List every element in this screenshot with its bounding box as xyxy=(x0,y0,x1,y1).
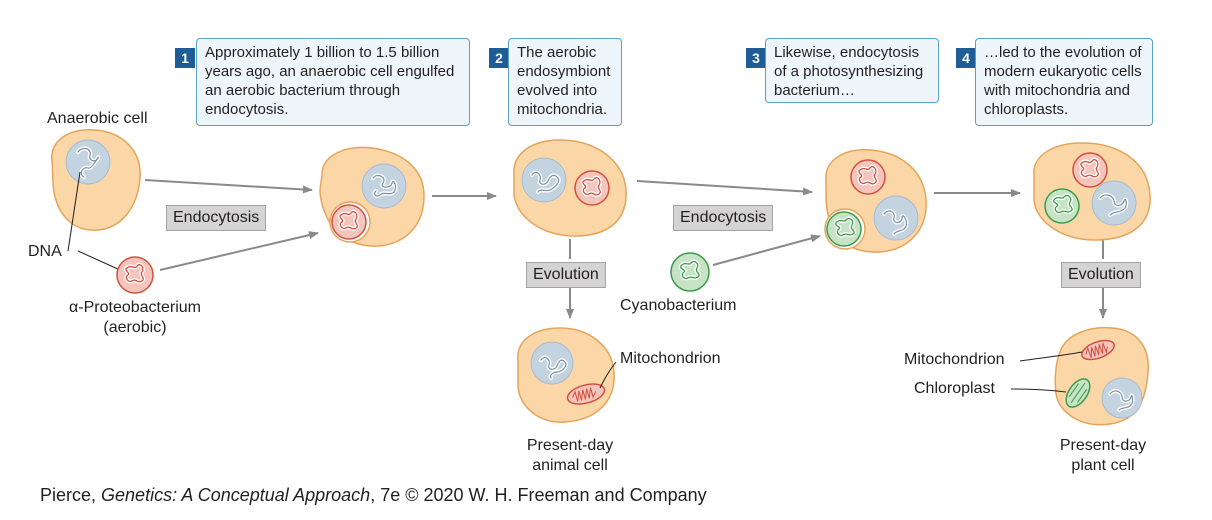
mitochondrion-icon xyxy=(1081,339,1115,361)
mitochondrion-label-plant: Mitochondrion xyxy=(904,351,1005,368)
mitochondrion-leader-1 xyxy=(599,361,617,389)
plant-cell-caption-line2: plant cell xyxy=(1071,457,1135,474)
cyanobacterium-label: Cyanobacterium xyxy=(620,297,737,314)
animal-cell-caption: Present-day animal cell xyxy=(505,436,635,476)
dna-leader-line-2 xyxy=(77,250,121,271)
step-4-text: …led to the evolution of modern eukaryot… xyxy=(984,44,1142,118)
plant-cell xyxy=(1054,326,1149,426)
endocytosis-label-2: Endocytosis xyxy=(673,205,774,231)
arrow-cyano-to-engulf2 xyxy=(712,234,821,266)
dna-leader-line-1 xyxy=(67,171,81,252)
credit-title: Genetics: A Conceptual Approach xyxy=(101,485,371,505)
step-2-number: 2 xyxy=(489,48,509,68)
engulfing-cell xyxy=(319,146,425,247)
proteobacterium-type: (aerobic) xyxy=(103,319,167,336)
anaerobic-cell xyxy=(51,129,141,231)
proteobacterium-label: α-Proteobacterium (aerobic) xyxy=(40,298,230,338)
anaerobic-cell-label: Anaerobic cell xyxy=(47,110,148,127)
proteobacterium-name: α-Proteobacterium xyxy=(69,299,201,316)
plant-cell-caption: Present-day plant cell xyxy=(1038,436,1168,476)
step-1-text: Approximately 1 billion to 1.5 billion y… xyxy=(205,44,455,118)
step-1-box: Approximately 1 billion to 1.5 billion y… xyxy=(196,38,470,126)
engulfing-cell-2 xyxy=(824,149,927,253)
step-2-text: The aerobic endosymbiont evolved into mi… xyxy=(517,44,611,118)
chloroplast-label: Chloroplast xyxy=(914,380,995,397)
chloroplast-leader xyxy=(1010,388,1067,393)
proteobacterium xyxy=(116,256,154,294)
endosymbiont-cell xyxy=(513,139,627,237)
mitochondrion-icon xyxy=(566,383,606,405)
evolution-label-2: Evolution xyxy=(1061,262,1141,288)
figure-credit: Pierce, Genetics: A Conceptual Approach,… xyxy=(40,484,707,506)
arrow-cell-to-engulf xyxy=(144,179,313,194)
dna-nucleus xyxy=(65,139,111,185)
evolution-label-1: Evolution xyxy=(526,262,606,288)
mitochondrion-leader-2 xyxy=(1019,351,1083,362)
animal-cell xyxy=(517,327,615,423)
combined-cell xyxy=(1033,142,1151,241)
plant-cell-caption-line1: Present-day xyxy=(1059,437,1147,454)
step-3-text: Likewise, endocytosis of a photosynthesi… xyxy=(774,44,924,99)
step-1-number: 1 xyxy=(175,48,195,68)
credit-author: Pierce, xyxy=(40,485,102,505)
step-3-number: 3 xyxy=(746,48,766,68)
cyanobacterium xyxy=(670,252,710,292)
step-3-box: Likewise, endocytosis of a photosynthesi… xyxy=(765,38,939,103)
step-4-number: 4 xyxy=(956,48,976,68)
dna-label: DNA xyxy=(28,243,62,260)
arrow-endosymbiont-to-engulf2 xyxy=(636,180,813,196)
chloroplast-icon xyxy=(1065,378,1091,408)
credit-rest: , 7e © 2020 W. H. Freeman and Company xyxy=(370,485,707,505)
arrow-bacterium-to-engulf xyxy=(159,231,319,271)
step-4-box: …led to the evolution of modern eukaryot… xyxy=(975,38,1153,126)
mitochondrion-label-animal: Mitochondrion xyxy=(620,350,721,367)
step-2-box: The aerobic endosymbiont evolved into mi… xyxy=(508,38,622,126)
animal-cell-caption-line1: Present-day xyxy=(526,437,614,454)
arrows xyxy=(144,179,1107,319)
animal-cell-caption-line2: animal cell xyxy=(532,457,608,474)
endocytosis-label-1: Endocytosis xyxy=(166,205,267,231)
